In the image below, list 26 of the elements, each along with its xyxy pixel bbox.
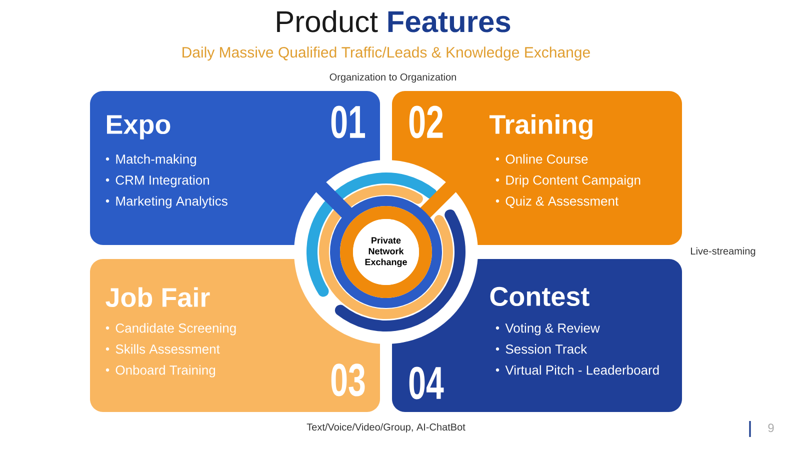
bullet-text: Voting & Review: [505, 323, 600, 336]
bullet-text: Onboard Training: [116, 365, 216, 378]
note-text: Organization to Organization: [330, 73, 456, 83]
panel-heading: Contest: [490, 286, 590, 306]
panel-number: 03: [331, 364, 365, 396]
bullet-text: Marketing Analytics: [116, 196, 228, 208]
panel-heading: Job Fair: [106, 287, 210, 308]
panel-heading: Training: [490, 114, 592, 140]
bullet-text: Match-making: [116, 154, 196, 166]
bullet-text: CRM Integration: [116, 175, 209, 188]
title: Product Features: [277, 10, 510, 32]
bullet-text: Online Course: [506, 154, 588, 164]
panel-heading: Expo: [107, 115, 170, 140]
bullet-text: Drip Content Campaign: [506, 175, 640, 188]
subtitle: Daily Massive Qualified Traffic/Leads & Knowledge Exchange: [182, 46, 590, 61]
note-text: Live-streaming: [691, 247, 756, 257]
panel-number: 02: [409, 106, 443, 138]
page-number: 9: [768, 424, 774, 432]
bullet-text: Skills Assessment: [116, 344, 220, 354]
bullet-text: Session Track: [506, 344, 588, 354]
bullet-text: Quiz & Assessment: [506, 196, 618, 208]
panel-number: 04: [409, 366, 444, 400]
panel-number: 01: [331, 106, 366, 138]
bullet-text: Candidate Screening: [116, 323, 236, 336]
footer-text: Text/Voice/Video/Group, AI-ChatBot: [306, 423, 466, 433]
bullet-text: Virtual Pitch - Leaderboard: [505, 365, 659, 375]
